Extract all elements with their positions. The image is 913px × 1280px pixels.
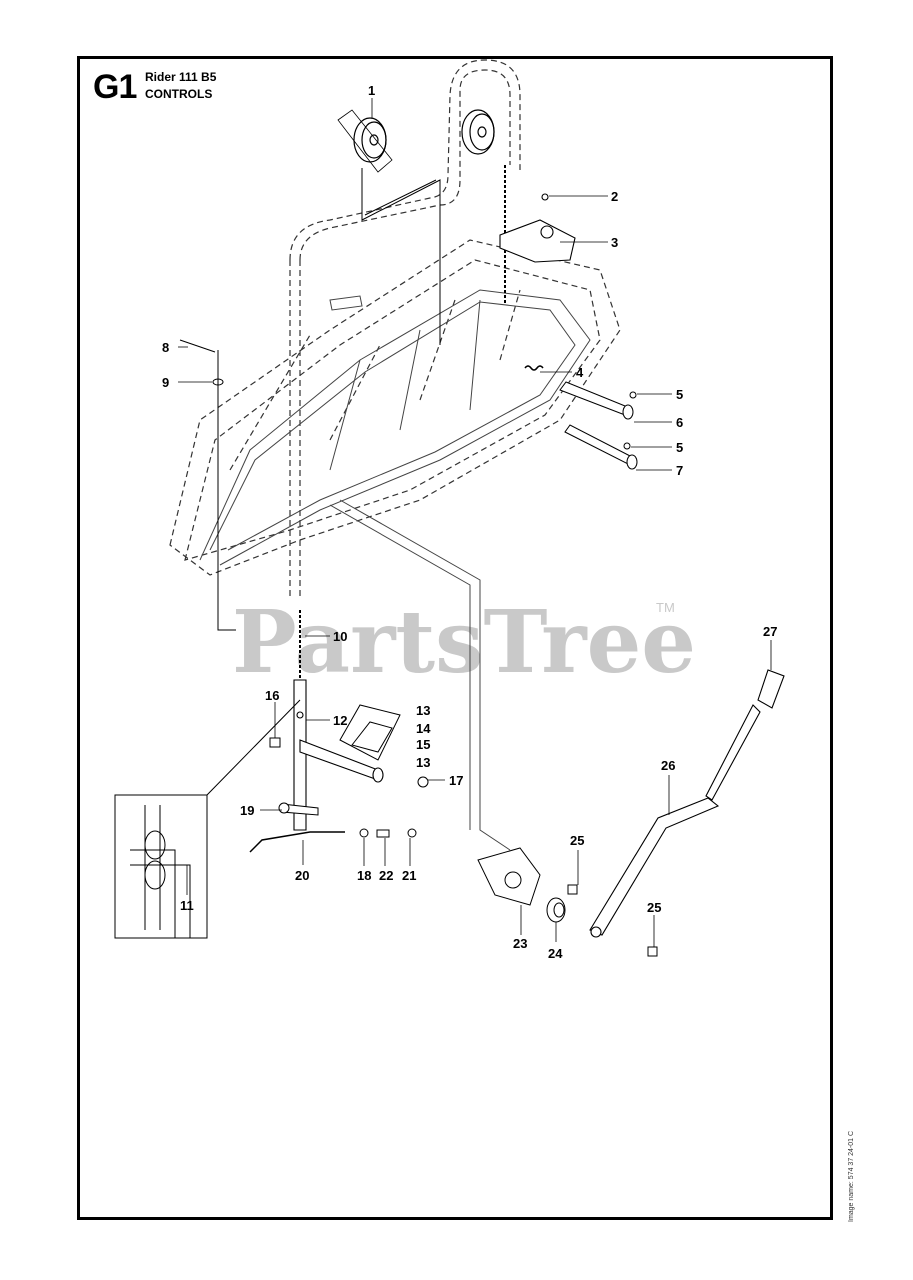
model-name: Rider 111 B5 [145, 70, 217, 84]
page-frame [77, 56, 833, 1220]
callout-leaders [178, 98, 772, 947]
detail-inset-part-11 [114, 699, 301, 939]
pulley-part-1 [337, 109, 495, 173]
callout-20: 20 [295, 868, 309, 883]
nut-part-17 [417, 776, 429, 788]
bracket-part-23 [477, 847, 541, 906]
callout-1: 1 [368, 83, 375, 98]
callout-5b: 5 [676, 440, 683, 455]
callout-11: 11 [180, 898, 194, 913]
watermark-trademark: TM [656, 600, 675, 615]
frame-tubes [199, 289, 591, 851]
callout-14: 14 [416, 721, 431, 736]
callout-21: 21 [402, 868, 416, 883]
section-code: G1 [93, 68, 137, 106]
bushing-part-24 [546, 897, 566, 923]
callout-9: 9 [162, 375, 169, 390]
rider-frame [169, 59, 621, 600]
callout-22: 22 [379, 868, 393, 883]
callout-12: 12 [333, 713, 347, 728]
callout-8: 8 [162, 340, 169, 355]
bracket-part-3 [499, 193, 576, 263]
callout-10: 10 [333, 629, 347, 644]
bolts-part-25 [567, 884, 658, 957]
control-lever-part-26 [589, 797, 720, 938]
callout-24: 24 [548, 946, 563, 961]
callout-3: 3 [611, 235, 618, 250]
callout-27: 27 [763, 624, 777, 639]
spring-part-4 [524, 365, 544, 371]
link-rod-part-20 [249, 831, 345, 853]
section-title: CONTROLS [145, 87, 213, 101]
callout-labels: 1 2 3 4 5 6 5 7 8 9 10 11 12 13 14 15 13… [162, 83, 777, 961]
lever-arm-part-12 [293, 679, 384, 831]
callout-17: 17 [449, 773, 463, 788]
callout-13b: 13 [416, 755, 430, 770]
pedal-part-15 [339, 704, 401, 761]
callout-16: 16 [265, 688, 279, 703]
callout-6: 6 [676, 415, 683, 430]
watermark-text: PartsTree [232, 592, 696, 693]
knob-part-27 [705, 669, 785, 801]
bolt-part-16 [269, 737, 281, 748]
callout-25b: 25 [647, 900, 661, 915]
callout-25a: 25 [570, 833, 584, 848]
callout-19: 19 [240, 803, 254, 818]
callout-13a: 13 [416, 703, 430, 718]
rod-part-8 [179, 339, 236, 631]
callout-23: 23 [513, 936, 527, 951]
callout-26: 26 [661, 758, 675, 773]
small-hardware-18-21-22 [359, 828, 417, 838]
callout-2: 2 [611, 189, 618, 204]
callout-4: 4 [576, 365, 584, 380]
callout-5a: 5 [676, 387, 683, 402]
pins-part-6-7 [559, 381, 638, 470]
belt [361, 168, 441, 345]
bolt-part-19 [278, 802, 319, 816]
callout-7: 7 [676, 463, 683, 478]
callout-15: 15 [416, 737, 430, 752]
callout-18: 18 [357, 868, 371, 883]
